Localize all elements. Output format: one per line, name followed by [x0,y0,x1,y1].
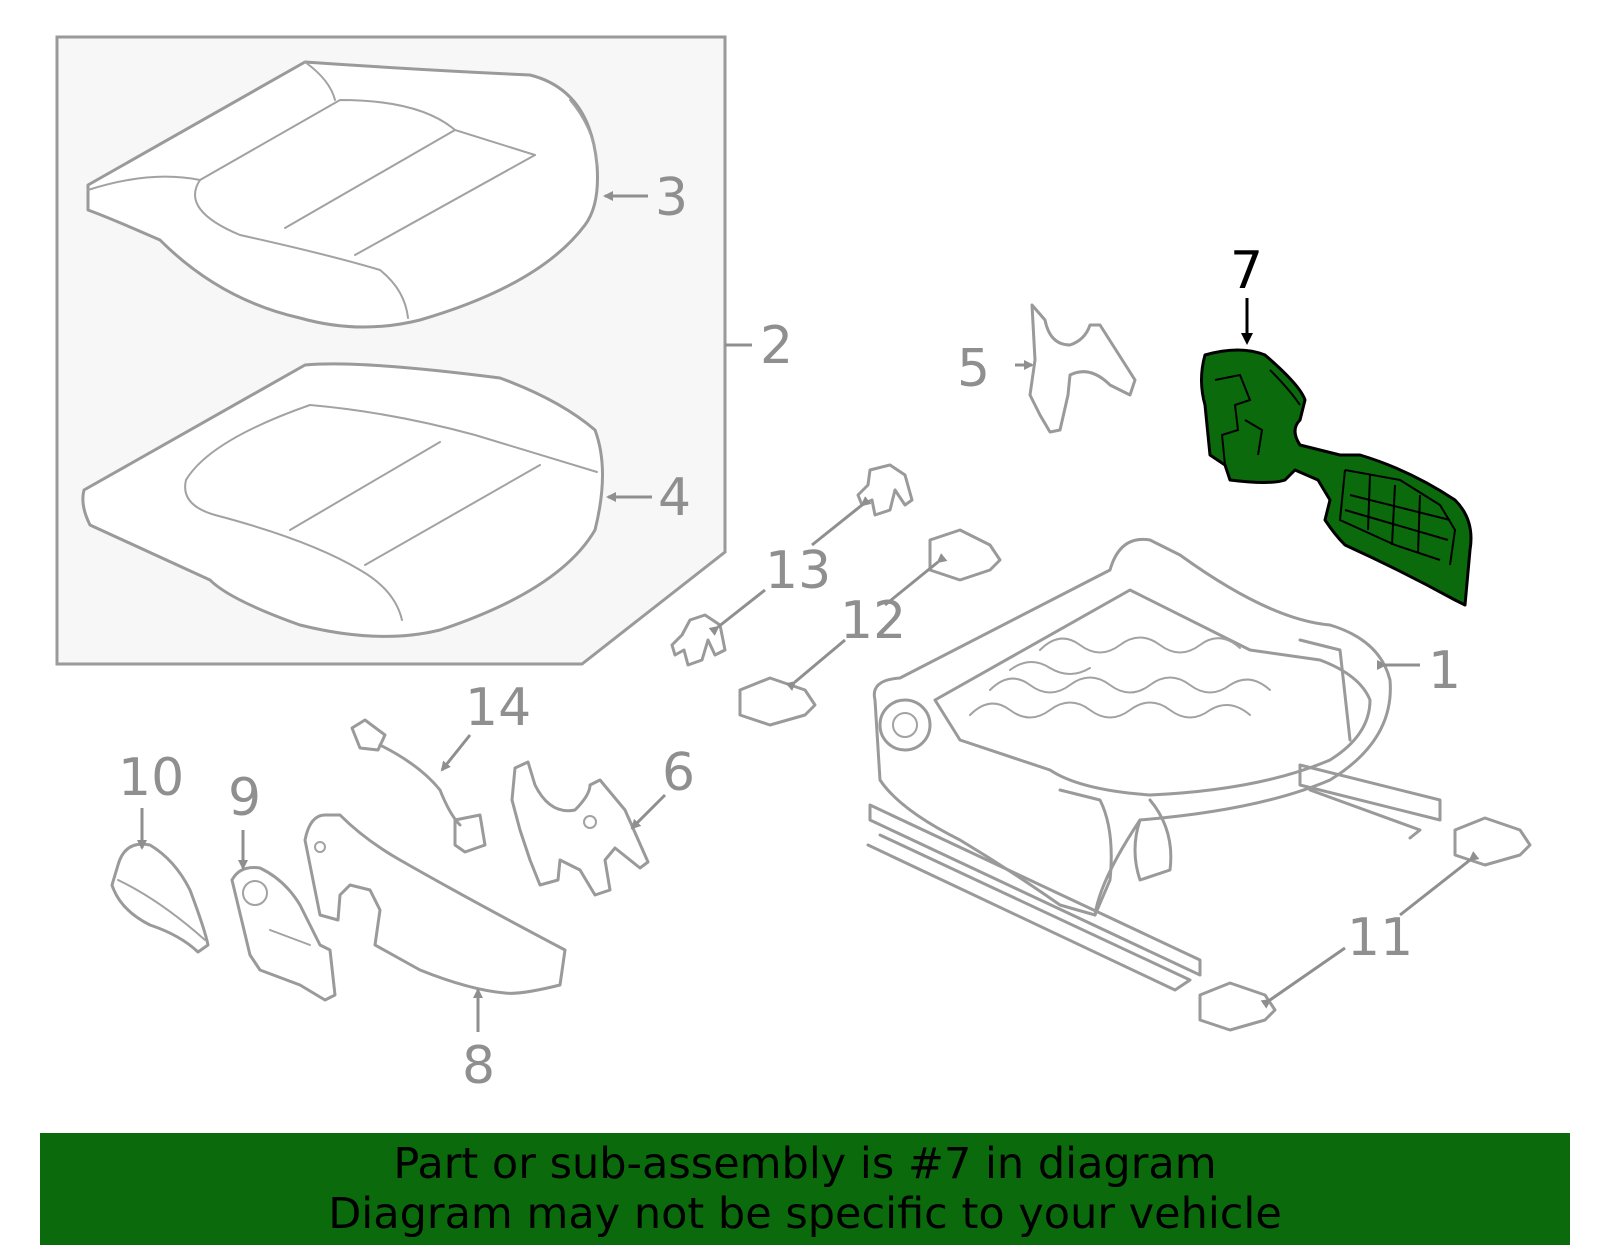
callout-8: 8 [462,1036,495,1096]
bracket-part-6 [510,760,667,897]
callout-13: 13 [765,541,831,601]
bracket-part-5 [1015,303,1137,434]
banner-line-1: Part or sub-assembly is #7 in diagram [393,1139,1217,1189]
caps-part-12 [738,528,1002,727]
callout-9: 9 [228,768,261,828]
callout-6: 6 [662,743,695,803]
callout-5: 5 [957,339,990,399]
callout-2: 2 [760,316,793,376]
clips-part-13 [670,463,914,667]
cushion-pad-part-4 [81,362,604,638]
callout-10: 10 [118,748,184,808]
harness-part-14 [350,718,487,854]
callout-11: 11 [1347,908,1413,968]
seat-frame-part-1 [866,537,1442,992]
banner-line-2: Diagram may not be specific to your vehi… [328,1189,1282,1239]
caps-part-11 [1198,816,1532,1032]
callout-3: 3 [655,168,688,228]
callout-1: 1 [1428,641,1461,701]
callout-12: 12 [840,591,906,651]
callout-7: 7 [1230,241,1263,301]
info-banner: Part or sub-assembly is #7 in diagram Di… [40,1133,1570,1245]
cover-part-9 [230,830,337,1002]
knob-part-10 [110,808,210,954]
cushion-cover-part-3 [86,60,599,329]
side-shield-part-7 [1200,298,1473,607]
side-panel-part-8 [303,813,567,1032]
callout-4: 4 [658,468,691,528]
callout-14: 14 [465,678,531,738]
